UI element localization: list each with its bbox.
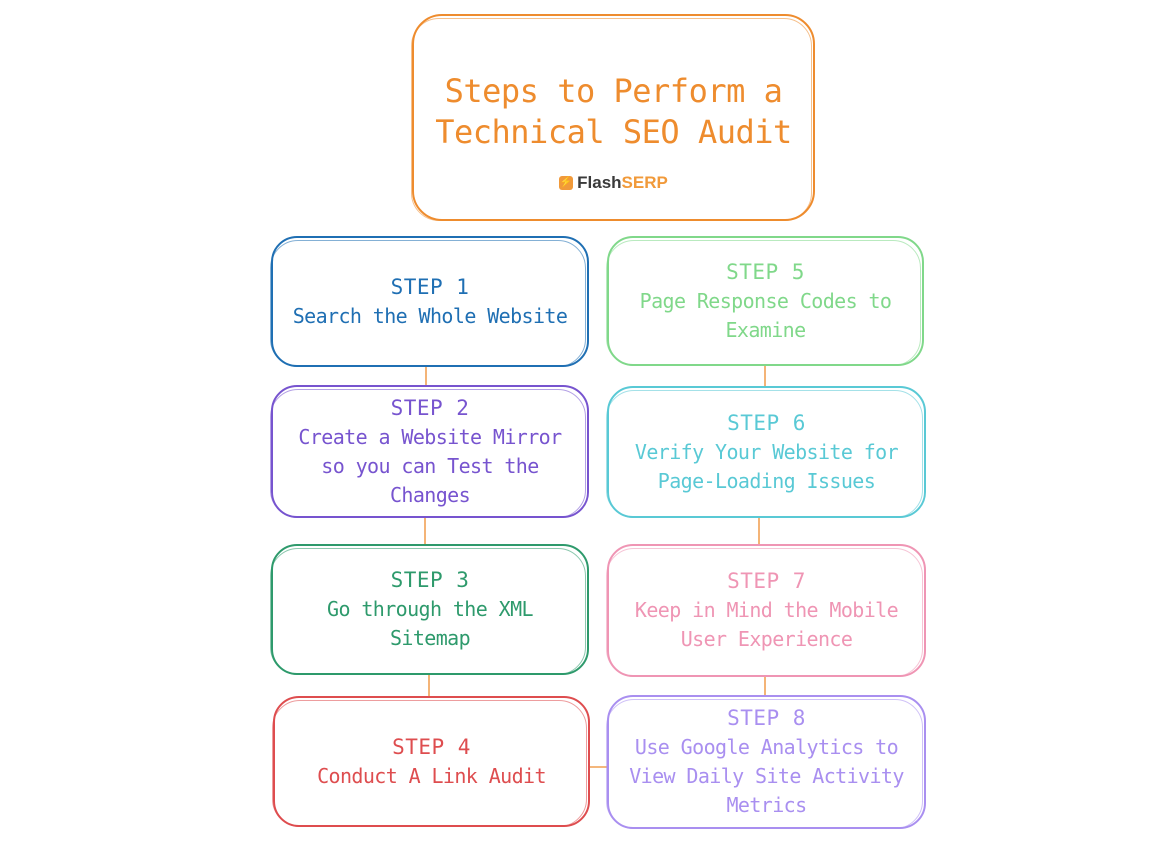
step-1-label: STEP 1	[390, 274, 470, 299]
step-3-text: Go through the XML Sitemap	[327, 597, 534, 650]
diagram-title: Steps to Perform a Technical SEO Audit	[435, 71, 792, 151]
step-7-text: Keep in Mind the Mobile User Experience	[634, 598, 899, 651]
logo-text-flash: Flash	[577, 172, 622, 192]
step-8-text: Use Google Analytics to View Daily Site …	[629, 735, 904, 817]
step-2-card: STEP 2 Create a Website Mirror so you ca…	[270, 385, 589, 518]
step-4-text: Conduct A Link Audit	[317, 763, 546, 788]
step-2-label: STEP 2	[390, 395, 470, 420]
step-6-card: STEP 6 Verify Your Website for Page-Load…	[606, 386, 926, 518]
step-7-label: STEP 7	[727, 569, 806, 593]
step-4-label: STEP 4	[392, 734, 471, 759]
title-card: Steps to Perform a Technical SEO Audit ⚡…	[411, 14, 815, 221]
step-8-label: STEP 8	[727, 706, 806, 730]
step-1-card: STEP 1 Search the Whole Website	[270, 236, 589, 367]
step-3-card: STEP 3 Go through the XML Sitemap	[270, 544, 589, 675]
step-5-label: STEP 5	[726, 259, 805, 284]
logo-text-serp: SERP	[621, 172, 668, 192]
step-7-card: STEP 7 Keep in Mind the Mobile User Expe…	[606, 544, 926, 677]
flash-icon: ⚡	[559, 175, 574, 190]
step-3-label: STEP 3	[390, 568, 470, 592]
step-6-text: Verify Your Website for Page-Loading Iss…	[634, 439, 899, 493]
step-8-card: STEP 8 Use Google Analytics to View Dail…	[606, 695, 926, 829]
step-6-label: STEP 6	[727, 410, 806, 435]
step-5-text: Page Response Codes to Examine	[639, 288, 892, 342]
step-2-text: Create a Website Mirror so you can Test …	[298, 424, 562, 507]
step-5-card: STEP 5 Page Response Codes to Examine	[606, 236, 924, 366]
step-4-card: STEP 4 Conduct A Link Audit	[272, 696, 590, 827]
step-1-text: Search the Whole Website	[292, 303, 568, 328]
flashserp-logo: ⚡ Flash SERP	[559, 173, 668, 193]
